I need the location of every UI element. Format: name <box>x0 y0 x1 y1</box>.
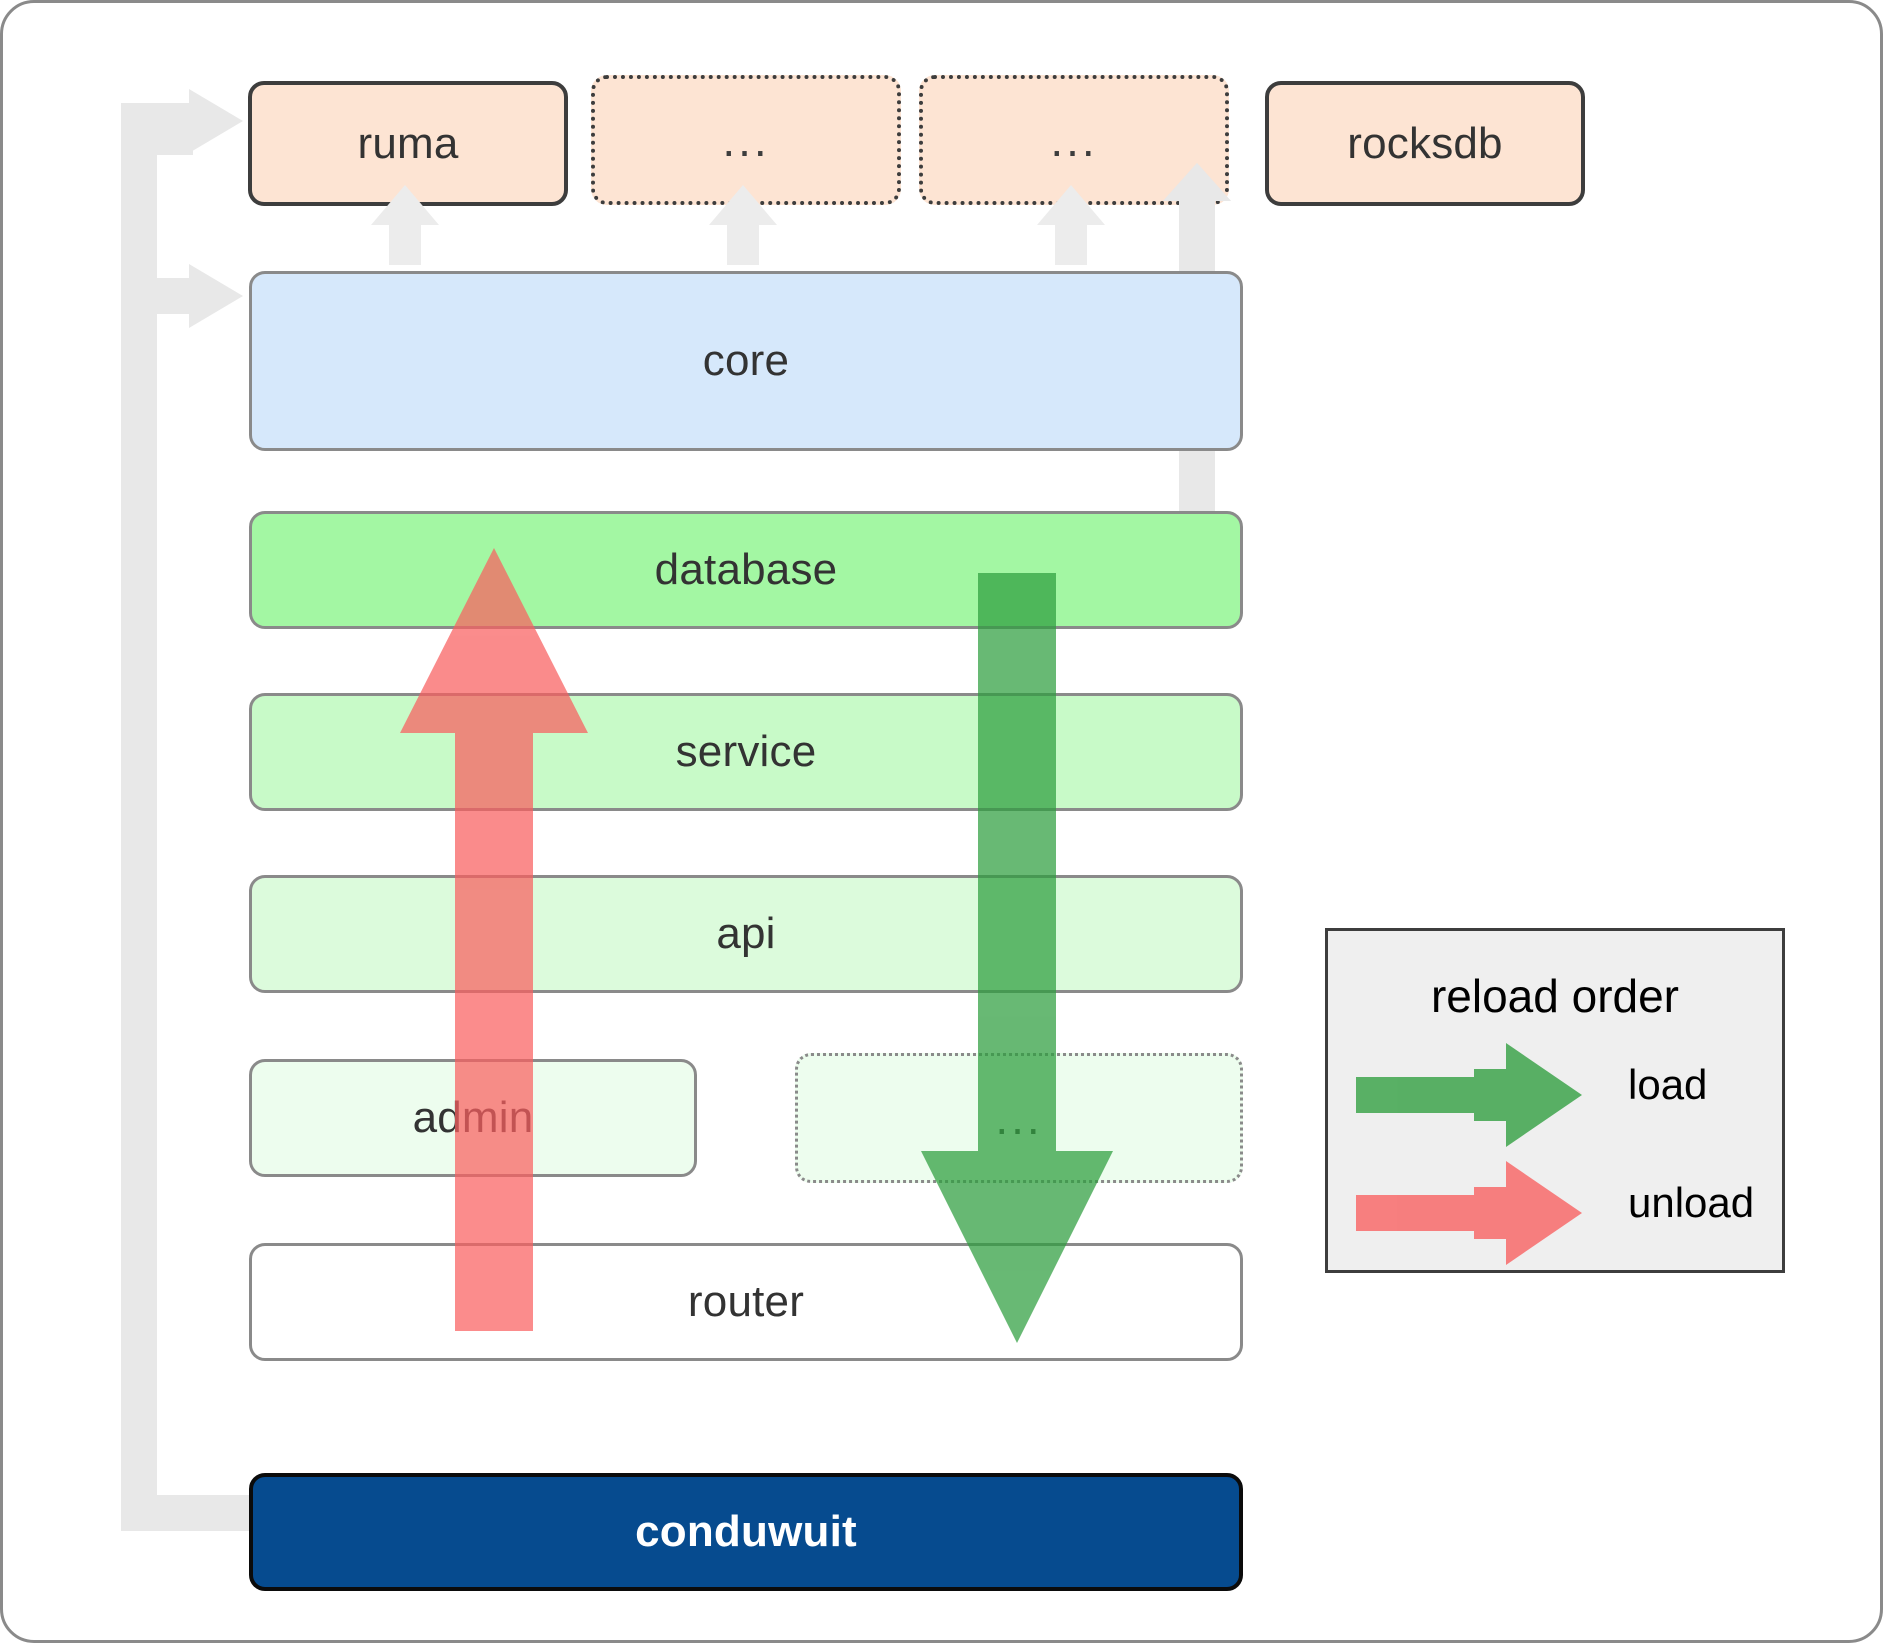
layer-label-service: service <box>675 727 817 776</box>
crate-box-rocksdb[interactable]: rocksdb <box>1265 81 1585 206</box>
layer-label-api: api <box>716 909 776 958</box>
legend-panel: reload order load unload <box>1325 928 1785 1273</box>
core-uses-arrows <box>371 185 1105 265</box>
layer-box-ellipsis-3[interactable]: ... <box>795 1053 1243 1183</box>
crate-label-ellipsis-2: ... <box>1050 114 1098 166</box>
layer-label-admin: admin <box>412 1093 534 1142</box>
crate-label-ellipsis-1: ... <box>722 114 770 166</box>
unload-arrow-icon <box>1356 1161 1582 1265</box>
layer-label-ellipsis-3: ... <box>995 1092 1043 1144</box>
load-arrow-icon <box>1356 1043 1582 1147</box>
layer-box-database[interactable]: database <box>249 511 1243 629</box>
layer-label-core: core <box>702 336 790 385</box>
layer-box-api[interactable]: api <box>249 875 1243 993</box>
binary-label-conduwuit: conduwuit <box>635 1507 857 1556</box>
layer-box-router[interactable]: router <box>249 1243 1243 1361</box>
legend-title: reload order <box>1430 970 1680 1022</box>
reload-flow-arrows <box>400 548 1113 1343</box>
legend-label-load: load <box>1628 1061 1708 1108</box>
layer-box-service[interactable]: service <box>249 693 1243 811</box>
legend-label-unload: unload <box>1628 1179 1755 1226</box>
layer-box-admin[interactable]: admin <box>249 1059 697 1177</box>
legend-row-unload: unload <box>1328 1161 1782 1265</box>
layer-box-core[interactable]: core <box>249 271 1243 451</box>
crate-box-ellipsis-1[interactable]: ... <box>591 75 901 205</box>
layer-label-router: router <box>687 1277 805 1326</box>
dependency-connectors <box>121 89 1231 1531</box>
legend-row-load: load <box>1328 1043 1782 1147</box>
crate-label-ruma: ruma <box>357 118 459 168</box>
binary-box-conduwuit[interactable]: conduwuit <box>249 1473 1243 1591</box>
crate-label-rocksdb: rocksdb <box>1347 118 1503 168</box>
crate-box-ruma[interactable]: ruma <box>248 81 568 206</box>
layer-label-database: database <box>654 545 838 594</box>
crate-box-ellipsis-2[interactable]: ... <box>919 75 1229 205</box>
